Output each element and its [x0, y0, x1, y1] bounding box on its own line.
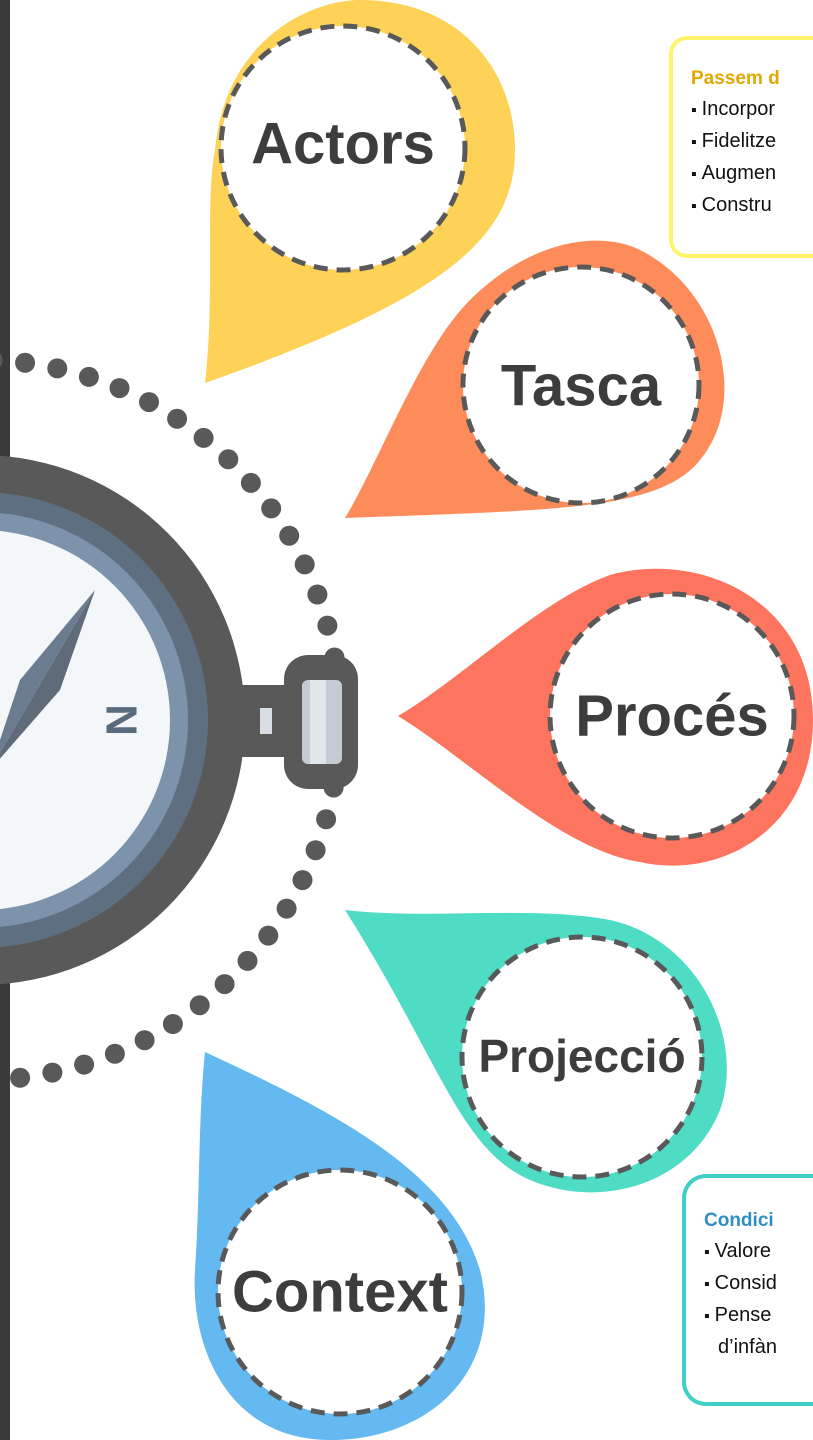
arc-dot [104, 1043, 125, 1064]
arc-dot [15, 352, 36, 373]
callout-top-item: Constru [691, 190, 813, 222]
arc-dot [279, 525, 300, 546]
pin-label-actors: Actors [251, 111, 435, 176]
arc-dot [307, 584, 328, 605]
arc-dot [139, 392, 159, 413]
arc-dot [193, 427, 214, 448]
arc-dot [276, 898, 297, 919]
arc-dot [294, 554, 315, 575]
compass-n-letter: N [96, 704, 145, 736]
arc-dot [189, 995, 210, 1016]
arc-dot [167, 408, 188, 429]
arc-dot [162, 1014, 183, 1034]
pin-label-context: Context [232, 1259, 448, 1324]
arc-dot [305, 840, 326, 861]
callout-top: Passem d Incorpor Fidelitze Augmen Const… [669, 36, 813, 258]
pin-actors: Actors [205, 0, 515, 383]
callout-top-item: Incorpor [691, 94, 813, 126]
callout-bottom-item: Consid [704, 1268, 813, 1300]
arc-dot [261, 498, 282, 519]
pin-label-tasca: Tasca [501, 353, 662, 418]
arc-dot [214, 974, 235, 995]
pin-label-proces: Procés [575, 683, 768, 748]
arc-dot [47, 358, 68, 379]
arc-dot [218, 449, 239, 470]
pin-projeccio: Projecció [345, 910, 727, 1193]
callout-bottom-title: Condici [704, 1210, 774, 1231]
pin-tasca: Tasca [345, 240, 725, 518]
arc-dot [78, 366, 99, 387]
pin-proces: Procés [398, 568, 813, 866]
callout-top-item: Fidelitze [691, 126, 813, 158]
arc-dot [292, 870, 313, 891]
arc-dot [10, 1067, 31, 1088]
compass-icon: N [0, 455, 358, 985]
pin-context: Context [194, 1052, 485, 1440]
arc-dot [258, 925, 279, 946]
arc-dot [317, 615, 338, 636]
callout-bottom-item: Valore [704, 1236, 813, 1268]
arc-dot [42, 1062, 63, 1083]
arc-dot [109, 378, 130, 399]
arc-dot [134, 1030, 155, 1051]
arc-dot [240, 472, 261, 493]
arc-dot [237, 950, 258, 971]
arc-dot [0, 353, 3, 367]
callout-bottom-item: d’infàn [718, 1336, 777, 1358]
callout-bottom-item: Pense [704, 1300, 813, 1332]
dotted-arc [0, 352, 350, 1088]
arc-dot [74, 1054, 95, 1075]
callout-bottom: Condici Valore Consid Pense d’infàn [682, 1174, 813, 1406]
pin-label-projeccio: Projecció [478, 1030, 685, 1082]
arc-dot [316, 809, 337, 830]
callout-top-item: Augmen [691, 158, 813, 190]
callout-top-title: Passem d [691, 68, 780, 89]
